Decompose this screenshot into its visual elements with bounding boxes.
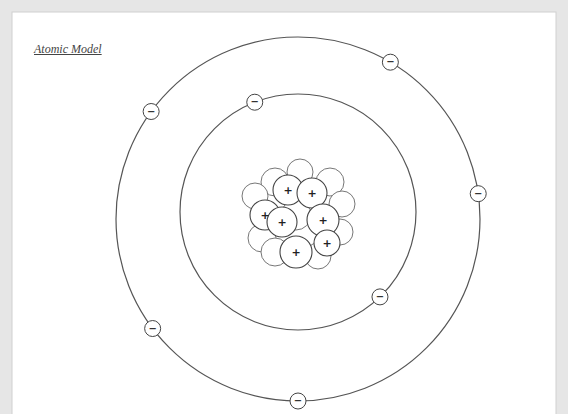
proton-charge: + (291, 247, 300, 258)
electron (247, 94, 263, 110)
electron-charge: − (376, 292, 384, 302)
protons (250, 175, 340, 268)
title: Atomic Model (34, 42, 102, 57)
proton-charge: + (322, 238, 331, 249)
electron-charge: − (294, 396, 302, 406)
proton-charge: + (318, 215, 327, 226)
electron (143, 104, 159, 120)
electron (470, 186, 486, 202)
electron-charge: − (386, 57, 394, 67)
paper (12, 12, 556, 414)
proton-charge: + (277, 217, 286, 228)
electron (290, 393, 306, 409)
electron-charge: − (474, 189, 482, 199)
electron-charge: − (147, 107, 155, 117)
electron-charge: − (251, 97, 259, 107)
proton-charge: + (307, 188, 316, 199)
outer-orbit (116, 37, 480, 401)
electron (145, 321, 161, 337)
electrons (143, 54, 486, 409)
proton-charge: + (283, 185, 292, 196)
neutrons (242, 159, 355, 269)
electron (372, 289, 388, 305)
electron (382, 54, 398, 70)
proton-charge: + (260, 210, 269, 221)
inner-orbit (180, 94, 416, 330)
electron-charge: − (148, 324, 156, 334)
